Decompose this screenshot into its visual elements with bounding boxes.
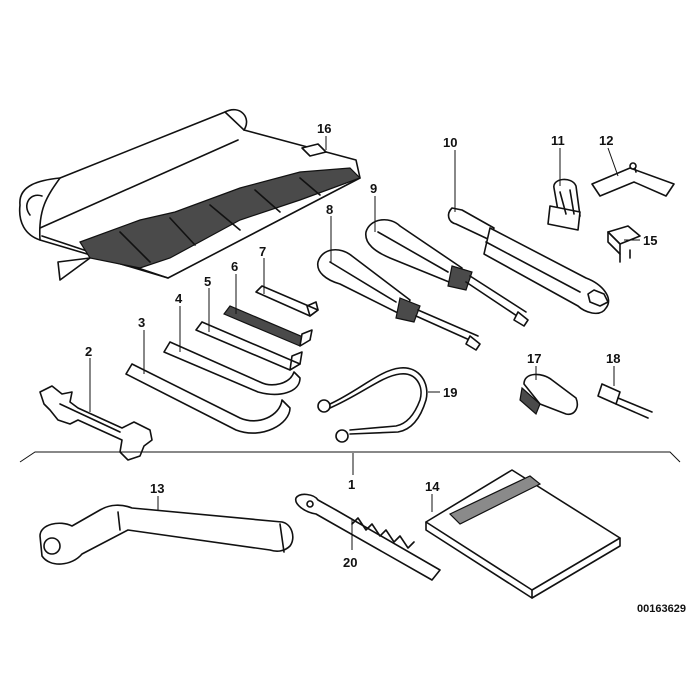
allen-key-5[interactable] — [195, 321, 303, 371]
wheel-wrench[interactable] — [39, 504, 294, 565]
pin[interactable] — [597, 383, 653, 419]
callout-12: 12 — [599, 133, 613, 148]
fuse[interactable] — [607, 225, 641, 263]
callout-2: 2 — [85, 344, 92, 359]
callout-4: 4 — [175, 291, 183, 306]
callout-1: 1 — [348, 477, 355, 492]
allen-key-3[interactable] — [125, 363, 291, 434]
callout-7: 7 — [259, 244, 266, 259]
bracket[interactable] — [591, 162, 675, 197]
callout-8: 8 — [326, 202, 333, 217]
callout-19: 19 — [443, 385, 457, 400]
manual[interactable] — [425, 469, 621, 599]
callout-10: 10 — [443, 135, 457, 150]
callout-6: 6 — [231, 259, 238, 274]
tool-roll[interactable] — [18, 108, 362, 281]
callout-13: 13 — [150, 481, 164, 496]
box-spanner[interactable] — [447, 207, 610, 315]
callout-17: 17 — [527, 351, 541, 366]
callout-15: 15 — [643, 233, 657, 248]
open-end-wrench[interactable] — [39, 385, 153, 461]
callout-11: 11 — [551, 133, 565, 148]
lever[interactable] — [519, 373, 579, 416]
callout-16: 16 — [317, 121, 331, 136]
clip[interactable] — [547, 178, 581, 231]
extractor-tool[interactable] — [294, 493, 441, 581]
ground-strap[interactable] — [317, 367, 428, 443]
allen-key-7[interactable] — [255, 285, 319, 317]
allen-key-6[interactable] — [223, 305, 313, 347]
document-id: 00163629 — [637, 603, 686, 615]
callout-labels: 1 2 3 4 5 6 7 8 9 10 11 12 13 14 15 16 1… — [85, 121, 686, 615]
allen-key-4[interactable] — [163, 341, 301, 396]
screwdriver-small[interactable] — [316, 249, 481, 351]
callout-5: 5 — [204, 274, 211, 289]
leader-lines — [19, 136, 681, 550]
callout-18: 18 — [606, 351, 620, 366]
callout-20: 20 — [343, 555, 357, 570]
callout-3: 3 — [138, 315, 145, 330]
callout-14: 14 — [425, 479, 440, 494]
callout-9: 9 — [370, 181, 377, 196]
